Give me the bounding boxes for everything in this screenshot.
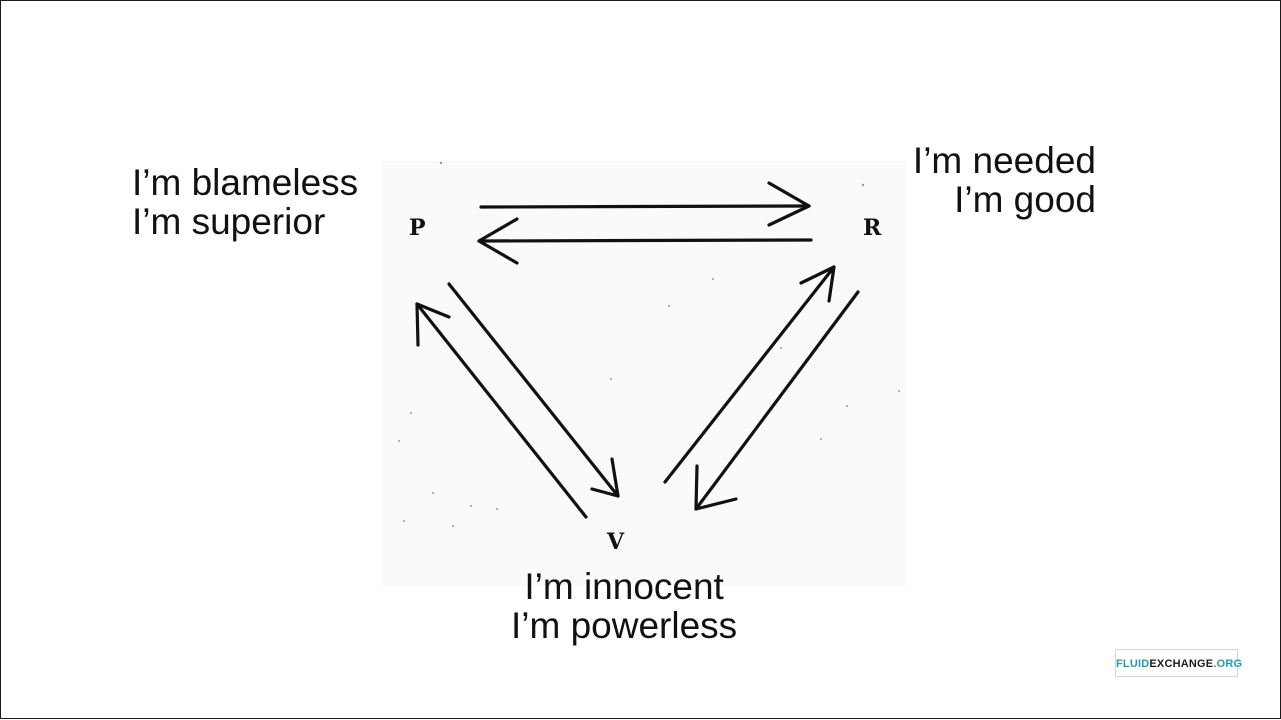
scan-background [381, 161, 906, 586]
victim-caption-line-2: I’m powerless [511, 605, 738, 646]
arrow-v-to-r [663, 265, 836, 484]
persecutor-caption-line-2: I’m superior [132, 201, 326, 242]
logo-part-org: .ORG [1213, 658, 1243, 670]
rescuer-caption: I’m needed I’m good [913, 141, 1096, 219]
persecutor-caption: I’m blameless I’m superior [132, 163, 358, 241]
victim-caption: I’m innocent I’m powerless [511, 567, 737, 645]
logo-part-fluid: FLUID [1116, 658, 1150, 670]
node-letter-r: R [863, 215, 882, 241]
node-letter-v: V [606, 529, 625, 555]
victim-caption-line-1: I’m innocent [524, 566, 724, 607]
node-letter-p: P [409, 215, 426, 241]
rescuer-caption-line-2: I’m good [954, 179, 1096, 220]
arrow-r-to-v [694, 290, 860, 511]
logo-part-exchange: EXCHANGE [1149, 658, 1214, 670]
arrow-v-to-p [415, 302, 588, 519]
fluidexchange-logo: FLUIDEXCHANGE.ORG [1115, 649, 1242, 677]
rescuer-caption-line-1: I’m needed [912, 140, 1096, 181]
arrow-r-to-p [477, 217, 813, 265]
scan-specks [398, 161, 900, 527]
arrow-p-to-r [479, 181, 811, 227]
persecutor-caption-line-1: I’m blameless [132, 162, 359, 203]
arrow-p-to-v [447, 282, 620, 498]
